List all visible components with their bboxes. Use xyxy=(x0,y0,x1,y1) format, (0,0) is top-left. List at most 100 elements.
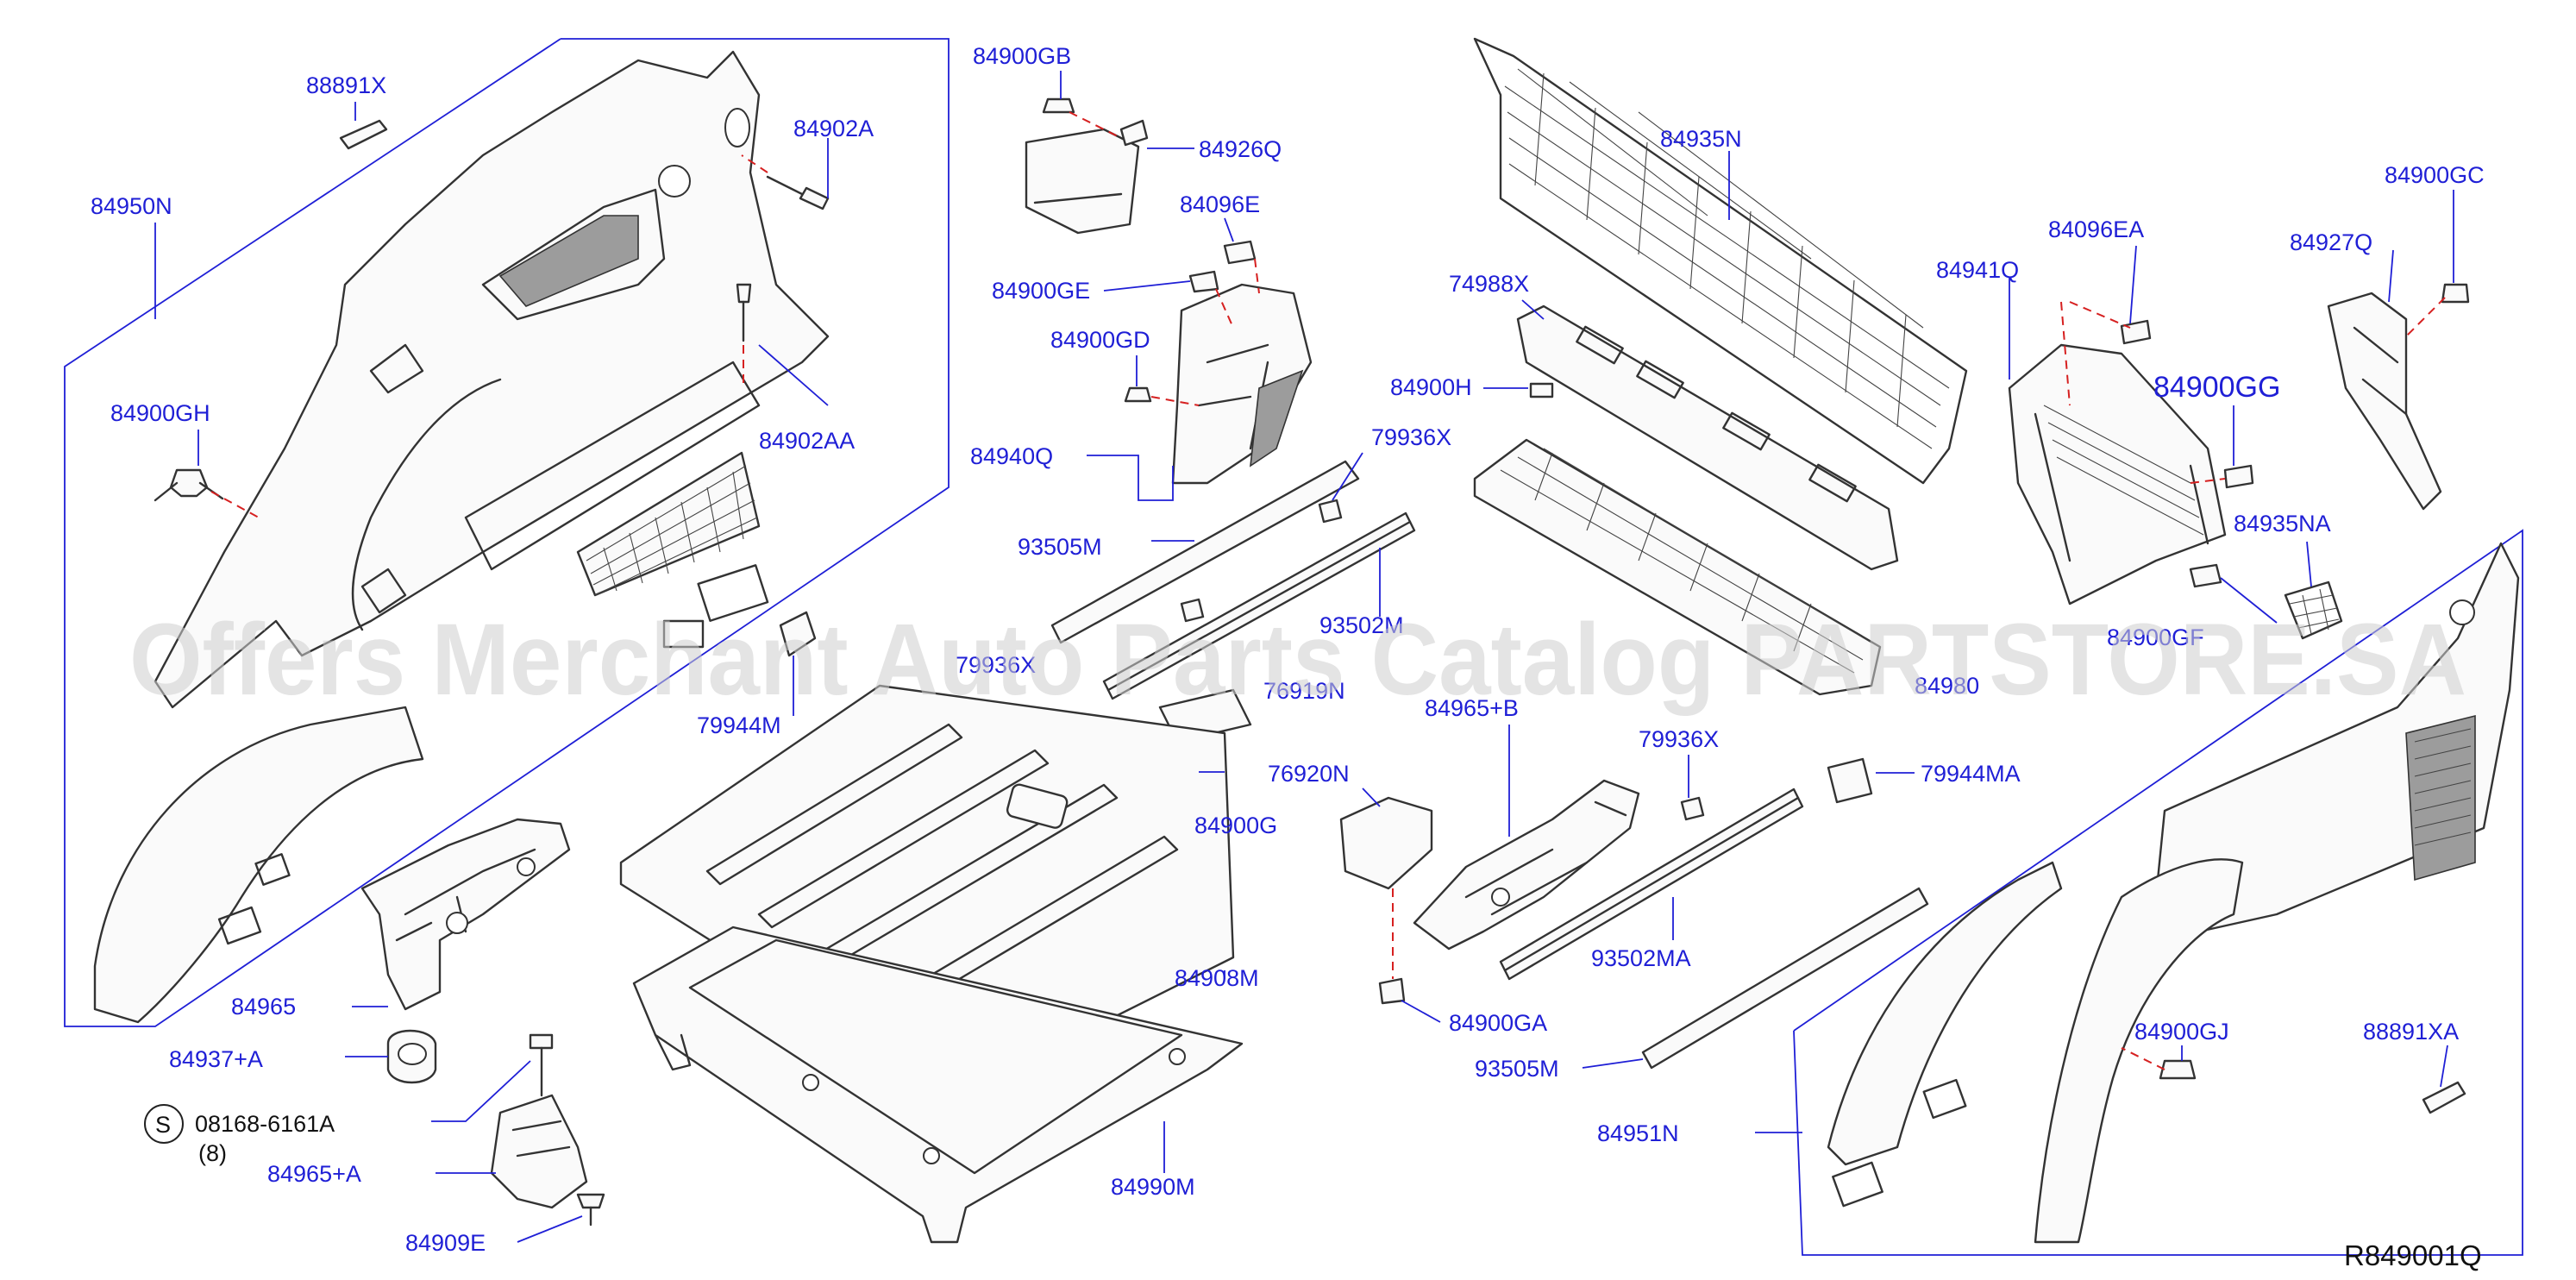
label-79944MA: 79944MA xyxy=(1921,761,2021,787)
bolt-08168 xyxy=(529,1033,554,1050)
side-pocket-net xyxy=(576,451,761,597)
center-right-group: 84965+B 76920N 84900GA 79936X 93502MA 93… xyxy=(1268,695,1929,1082)
label-84096E: 84096E xyxy=(1180,191,1260,217)
label-84900GB: 84900GB xyxy=(973,43,1071,69)
pillar-insert xyxy=(1827,861,2063,1166)
clip-84900GJ xyxy=(2159,1059,2197,1080)
bracket-group-left: 84965 84937+A S 08168-6161A (8) 84965+A … xyxy=(144,818,605,1256)
label-84950N: 84950N xyxy=(91,193,172,219)
label-84900G: 84900G xyxy=(1194,813,1277,838)
label-93502MA: 93502MA xyxy=(1591,945,1691,971)
clip-84900GF xyxy=(2189,563,2222,588)
label-93505M-b: 93505M xyxy=(1475,1056,1559,1082)
label-84909E: 84909E xyxy=(405,1230,486,1256)
clip-79944MA xyxy=(1827,757,1873,804)
right-trim-group: 84096EA 84941Q 84900GG 84900GF 84935NA 8… xyxy=(1597,162,2523,1256)
clip-84909E xyxy=(576,1193,605,1209)
label-84900GD: 84900GD xyxy=(1050,327,1150,353)
label-84980: 84980 xyxy=(1915,673,1979,699)
label-74988X: 74988X xyxy=(1449,271,1529,297)
clip-79936X xyxy=(1318,499,1343,524)
frame-84950N xyxy=(64,38,950,1027)
label-84900GF: 84900GF xyxy=(2107,624,2204,650)
floor-and-rails-group: 79936X 93505M 93502M 79936X 76919N 84900… xyxy=(619,424,1451,1244)
clip-84900GD xyxy=(1124,386,1152,403)
label-84990M: 84990M xyxy=(1111,1174,1195,1200)
label-84900GG: 84900GG xyxy=(2153,371,2280,404)
label-76919N: 76919N xyxy=(1263,678,1345,704)
trim-84927Q xyxy=(2327,292,2442,511)
label-84965A: 84965+A xyxy=(267,1161,361,1187)
strip-93505M xyxy=(1050,460,1360,644)
frame-84951N xyxy=(1793,529,2523,1256)
label-88891X: 88891X xyxy=(306,72,386,98)
right-wheel-arch-trim xyxy=(2034,858,2244,1244)
center-left-trim-group: 84900GB 84926Q 84096E 84900GE 84900GD 84… xyxy=(970,43,1313,501)
cover-76920N xyxy=(1339,796,1433,890)
clip-84926Q xyxy=(1119,119,1149,147)
clip-79936X-c xyxy=(1680,796,1705,821)
bracket-84965 xyxy=(360,818,571,1011)
clip-84900GC xyxy=(2441,283,2470,304)
label-93502M: 93502M xyxy=(1319,612,1404,638)
label-84900GA: 84900GA xyxy=(1449,1010,1547,1036)
label-84937A: 84937+A xyxy=(169,1046,263,1072)
label-84951N: 84951N xyxy=(1597,1120,1679,1146)
label-93505M: 93505M xyxy=(1018,534,1102,560)
label-84902A: 84902A xyxy=(793,116,874,141)
screw-symbol-text: S xyxy=(155,1112,171,1138)
clip-79944M xyxy=(779,611,817,657)
cargo-net-84935N xyxy=(1473,37,1968,485)
label-84935NA: 84935NA xyxy=(2234,511,2331,536)
watermark: Offers Merchant Auto Parts Catalog PARTS… xyxy=(129,603,2466,717)
clip-79936X-b xyxy=(1180,598,1205,623)
label-84927Q: 84927Q xyxy=(2290,229,2372,255)
clip-84900H xyxy=(1529,382,1554,398)
label-84935N: 84935N xyxy=(1660,126,1742,152)
label-79936X: 79936X xyxy=(1371,424,1451,450)
underfloor-box-84990M xyxy=(632,925,1244,1244)
label-84926Q: 84926Q xyxy=(1199,136,1282,162)
cap-88891XA xyxy=(2422,1081,2466,1114)
label-84096EA: 84096EA xyxy=(2048,216,2144,242)
clip-84096E xyxy=(1223,240,1257,265)
label-qty8: (8) xyxy=(198,1140,227,1166)
label-84940Q: 84940Q xyxy=(970,443,1053,469)
label-88891XA: 88891XA xyxy=(2363,1019,2459,1045)
strip-93505M-b xyxy=(1641,887,1929,1070)
label-84900GE: 84900GE xyxy=(992,278,1090,304)
label-08168-6161A: 08168-6161A xyxy=(195,1111,335,1137)
label-84900GH: 84900GH xyxy=(110,400,210,426)
floor-support-84980 xyxy=(1473,438,1882,696)
cap-88891X xyxy=(339,119,388,150)
label-84900H: 84900H xyxy=(1390,374,1472,400)
screw-symbol xyxy=(144,1104,184,1144)
label-84965: 84965 xyxy=(231,994,296,1020)
net-84935NA xyxy=(2284,580,2343,640)
clip-84900GB xyxy=(1042,97,1075,114)
clip-84096EA xyxy=(2120,319,2152,345)
bolt-84902AA xyxy=(736,283,752,304)
label-79936X-b: 79936X xyxy=(956,652,1036,678)
label-84908M: 84908M xyxy=(1175,965,1259,991)
left-quarter-trim xyxy=(154,50,830,709)
label-84900GJ: 84900GJ xyxy=(2134,1019,2229,1045)
clip-84900GE xyxy=(1188,270,1219,293)
left-quarter-trim-group: 88891X 84950N 84902A 84902AA 84900GH 799… xyxy=(64,38,950,1027)
label-84965B: 84965+B xyxy=(1425,695,1519,721)
label-79936X-c: 79936X xyxy=(1639,726,1719,752)
label-84941Q: 84941Q xyxy=(1936,257,2019,283)
label-79944M: 79944M xyxy=(697,712,781,738)
rear-finisher-74988X xyxy=(1516,304,1899,571)
cargo-net-group: 84935N 74988X 84900H 79944MA 84980 xyxy=(1390,37,2021,804)
trim-84926Q xyxy=(1025,128,1140,235)
label-76920N: 76920N xyxy=(1268,761,1350,787)
bolt-84902A xyxy=(799,186,830,210)
diagram-code: R849001Q xyxy=(2344,1239,2482,1271)
label-84900GC: 84900GC xyxy=(2385,162,2485,188)
clip-84900GA xyxy=(1378,977,1406,1005)
label-84902AA: 84902AA xyxy=(759,428,855,454)
clip-84900GG xyxy=(2223,464,2254,489)
wheel-arch-trim xyxy=(93,706,424,1024)
